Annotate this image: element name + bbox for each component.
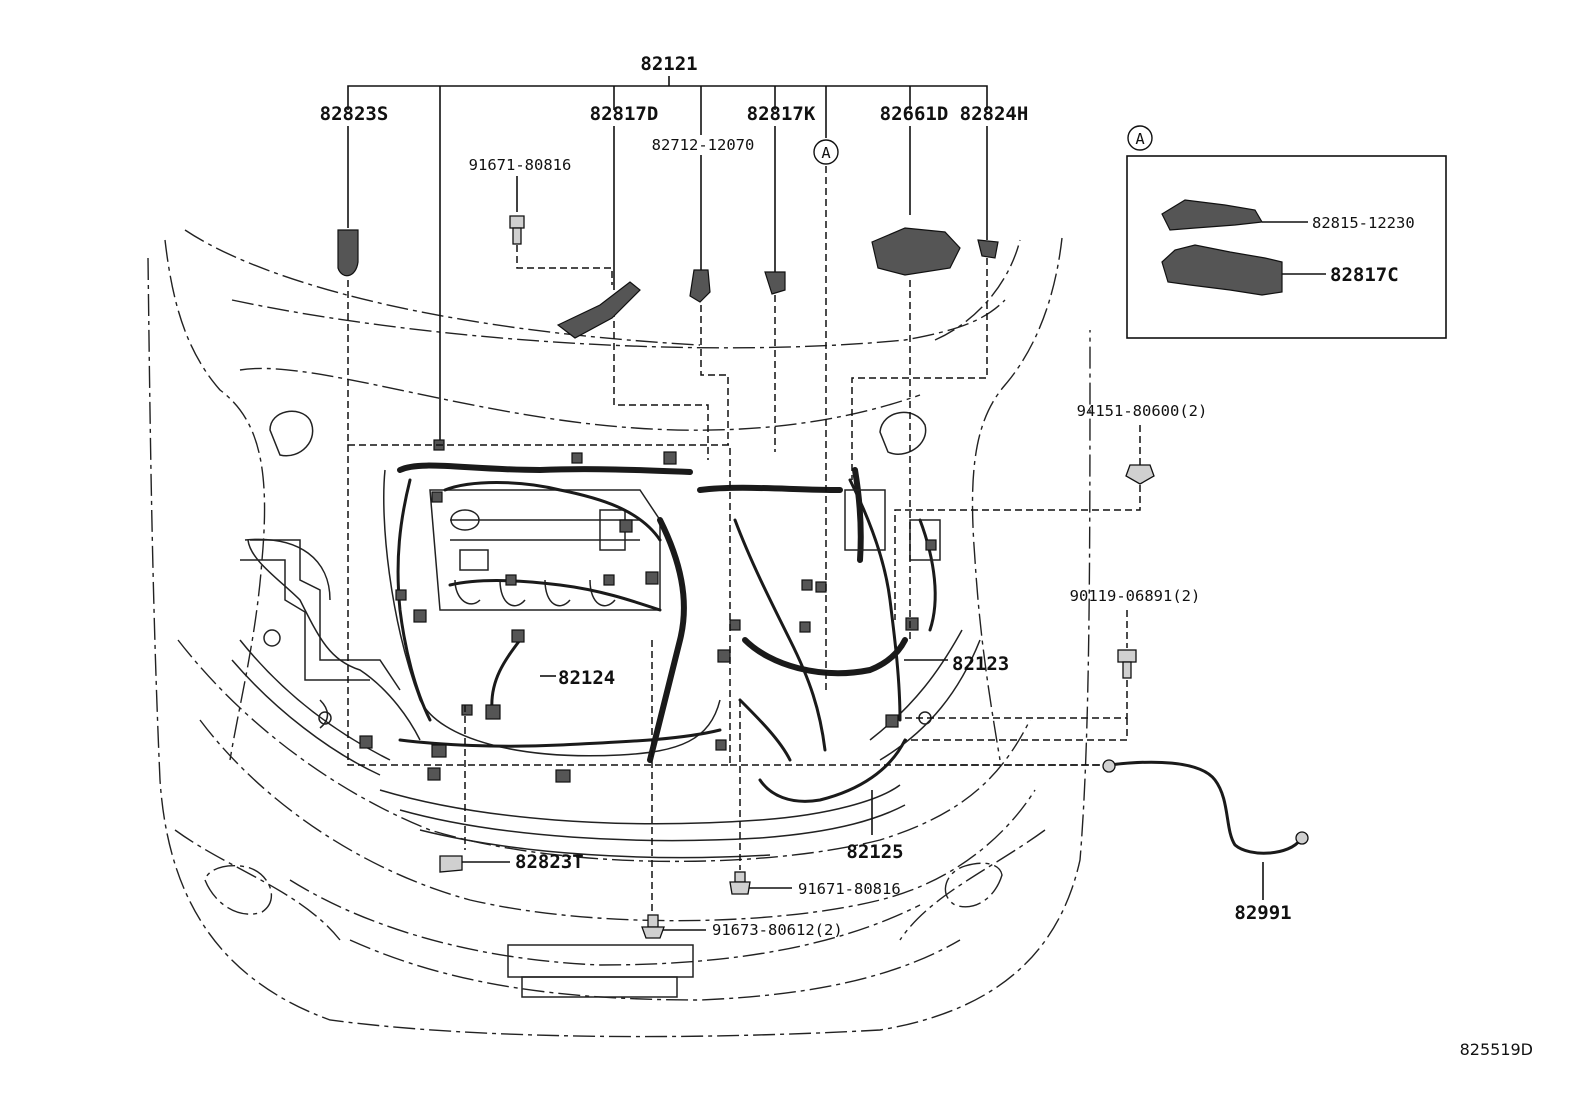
leader-lines xyxy=(347,126,1264,931)
inset-detail-a: A xyxy=(1126,125,1447,339)
clip-82712-shape xyxy=(689,269,711,303)
label-82712: 82712-12070 xyxy=(652,136,755,154)
bolt-icon xyxy=(641,914,665,939)
label-94151: 94151-80600(2) xyxy=(1077,402,1208,420)
label-82121: 82121 xyxy=(640,53,697,75)
part-shapes xyxy=(337,215,1309,939)
label-82815: 82815-12230 xyxy=(1312,214,1415,232)
relay-block-82661D-shape xyxy=(871,227,961,276)
part-labels: 82121 82823S 82817D 82817K 82661D 82824H… xyxy=(320,53,1533,1059)
clip-82817K-shape xyxy=(764,271,786,295)
bolt-icon xyxy=(729,871,751,895)
label-82124: 82124 xyxy=(558,667,615,689)
label-91673: 91673-80612(2) xyxy=(712,921,843,939)
label-82817K: 82817K xyxy=(747,103,816,125)
label-82817C: 82817C xyxy=(1330,264,1399,286)
ground-cable-82991-shape xyxy=(1108,760,1302,855)
clip-82824H-shape xyxy=(977,239,999,259)
label-82991: 82991 xyxy=(1234,902,1291,924)
cover-82817C-shape xyxy=(1161,244,1283,296)
figure-id: 825519D xyxy=(1460,1040,1533,1059)
inset-letter: A xyxy=(1135,130,1145,148)
label-82823T: 82823T xyxy=(515,851,584,873)
vehicle-body-outline xyxy=(147,229,1091,1038)
label-82661D: 82661D xyxy=(880,103,949,125)
nut-icon xyxy=(1125,464,1155,485)
callout-a-letter: A xyxy=(821,144,831,162)
label-90119: 90119-06891(2) xyxy=(1070,587,1201,605)
bolt-icon xyxy=(509,215,525,245)
main-harness-bracket xyxy=(347,76,988,440)
bracket-82817D-shape xyxy=(556,281,641,339)
clip-82823S-shape xyxy=(337,229,359,277)
clip-82823T-shape xyxy=(439,855,463,873)
label-82817D: 82817D xyxy=(590,103,659,125)
label-82123: 82123 xyxy=(952,653,1009,675)
label-91671-top: 91671-80816 xyxy=(469,156,572,174)
label-82823S: 82823S xyxy=(320,103,389,125)
label-82824H: 82824H xyxy=(960,103,1029,125)
label-82125: 82125 xyxy=(846,841,903,863)
bolt-icon xyxy=(1117,649,1137,679)
harness-boundary xyxy=(347,444,1100,766)
callout-a: A xyxy=(813,139,839,165)
engine-bay xyxy=(240,439,941,803)
label-91671-bottom: 91671-80816 xyxy=(798,880,901,898)
